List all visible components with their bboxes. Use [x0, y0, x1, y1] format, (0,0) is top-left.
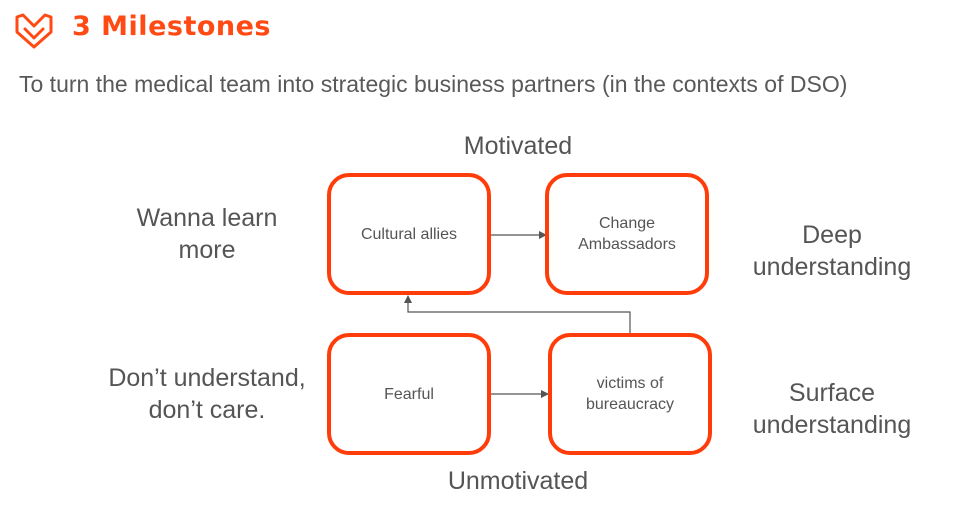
label-deep-understanding: Deep understanding	[752, 221, 912, 281]
box-label: victims of bureaucracy	[585, 375, 675, 413]
arrow-victims-to-allies	[404, 295, 631, 333]
milestone-logo-icon	[15, 13, 53, 49]
box-label: Cultural allies	[360, 225, 458, 243]
axis-label-motivated: Motivated	[463, 132, 573, 160]
box-victims-of-bureaucracy: victims of bureaucracy	[548, 333, 712, 455]
label-dont-understand: Don’t understand, don’t care.	[108, 364, 306, 424]
box-change-ambassadors: Change Ambassadors	[545, 173, 709, 295]
box-label: Fearful	[384, 385, 434, 403]
axis-label-unmotivated: Unmotivated	[447, 467, 589, 495]
box-label: Change Ambassadors	[578, 215, 676, 253]
label-surface-understanding: Surface understanding	[752, 379, 912, 439]
box-fearful: Fearful	[327, 333, 491, 455]
label-wanna-learn-more: Wanna learn more	[136, 204, 278, 264]
page-title: 3 Milestones	[72, 11, 272, 42]
subtitle: To turn the medical team into strategic …	[19, 71, 848, 97]
box-cultural-allies: Cultural allies	[327, 173, 491, 295]
